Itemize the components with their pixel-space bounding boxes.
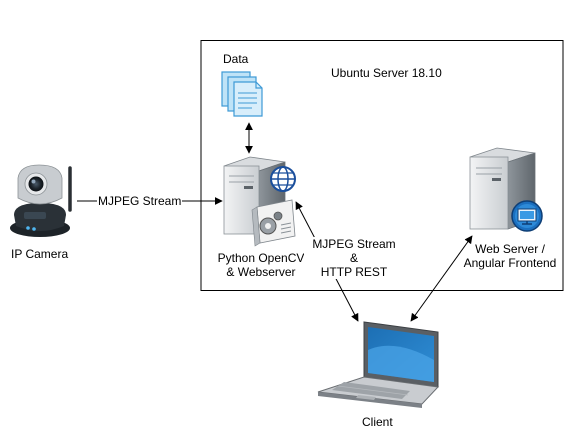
web-server-label-line1: Web Server / <box>475 242 545 256</box>
web-frontend-arrow <box>410 235 473 322</box>
ip-camera-label: IP Camera <box>11 247 69 261</box>
server-title: Ubuntu Server 18.10 <box>331 66 442 80</box>
python-server-label-line2: & Webserver <box>226 265 296 279</box>
web-server-label-line2: Angular Frontend <box>463 256 557 270</box>
software-gears-icon <box>251 199 296 247</box>
python-server-label: Python OpenCV & Webserver <box>206 251 316 279</box>
mjpeg-rest-label-line3: HTTP REST <box>319 265 389 279</box>
mjpeg-rest-label-line2: & <box>304 251 404 265</box>
globe-icon <box>270 166 296 192</box>
data-documents-icon <box>221 71 263 117</box>
ubuntu-server-boundary <box>200 40 564 291</box>
client-laptop-icon <box>317 321 440 408</box>
client-label: Client <box>362 415 393 429</box>
web-server-label: Web Server / Angular Frontend <box>455 242 565 270</box>
mjpeg-stream-label: MJPEG Stream <box>97 194 183 208</box>
monitor-badge-icon <box>511 200 543 232</box>
data-label: Data <box>223 52 249 66</box>
mjpeg-rest-label-line1: MJPEG Stream <box>311 237 397 251</box>
python-server-label-line1: Python OpenCV <box>217 251 305 265</box>
ip-camera-icon <box>10 164 72 237</box>
mjpeg-rest-label: MJPEG Stream & HTTP REST <box>304 237 404 279</box>
